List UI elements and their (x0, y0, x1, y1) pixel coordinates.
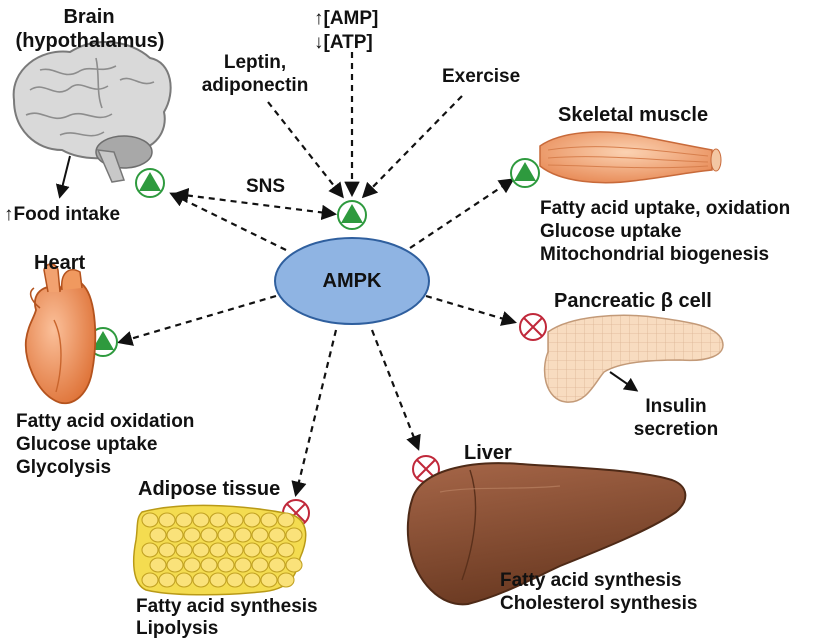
fat-cell (183, 557, 201, 573)
fat-cell (285, 557, 303, 573)
skeletal-muscle-title: Skeletal muscle (558, 104, 709, 126)
muscle-effect-1: Fatty acid uptake, oxidation (540, 198, 791, 219)
fat-cell (175, 572, 193, 588)
liver-image (406, 462, 687, 606)
heart-effect-1: Fatty acid oxidation (16, 411, 195, 432)
sns-label: SNS (246, 176, 286, 197)
arrow-to-muscle (409, 178, 515, 249)
fat-cell (141, 512, 159, 528)
fat-cell (158, 542, 176, 558)
fat-cell (158, 512, 176, 528)
atp-label: ↓[ATP] (314, 32, 373, 53)
fat-cell (277, 542, 295, 558)
ampk-label: AMPK (322, 270, 382, 292)
fat-cell (251, 557, 269, 573)
fat-cell (285, 527, 303, 543)
adipose-image (132, 504, 307, 596)
fat-cell (243, 572, 261, 588)
fat-cell (158, 572, 176, 588)
fat-cell (200, 527, 218, 543)
heart-effect-2: Glucose uptake (16, 434, 158, 455)
fat-cell (260, 572, 278, 588)
pancreas-image (543, 314, 724, 403)
arrow-to-brain (169, 192, 287, 251)
activation-symbol-center (337, 200, 367, 230)
brain-image (12, 41, 172, 199)
fat-cell (192, 512, 210, 528)
fat-cell (260, 512, 278, 528)
fat-cell (141, 542, 159, 558)
liver-effect-1: Fatty acid synthesis (500, 570, 682, 591)
fat-cell (149, 527, 167, 543)
fat-cell (200, 557, 218, 573)
adipose-effect-1: Fatty acid synthesis (136, 596, 318, 617)
heart-effect-3: Glycolysis (16, 457, 112, 478)
muscle-effect-2: Glucose uptake (540, 221, 682, 242)
liver-title: Liver (464, 442, 512, 464)
skeletal-muscle-image (539, 131, 722, 184)
fat-cell (192, 572, 210, 588)
fat-cell (209, 572, 227, 588)
brain-title: Brain (63, 6, 115, 28)
fat-cell (141, 572, 159, 588)
fat-cell (149, 557, 167, 573)
fat-cell (268, 527, 286, 543)
liver-effect-2: Cholesterol synthesis (500, 593, 698, 614)
fat-cell (260, 542, 278, 558)
arrow-sns (172, 187, 338, 221)
arrow-to-liver (370, 329, 421, 451)
activation-symbol-brain (135, 168, 165, 198)
fat-cell (209, 542, 227, 558)
pancreas-title: Pancreatic β cell (554, 290, 712, 312)
fat-cell (175, 512, 193, 528)
arrow-to-heart (117, 294, 277, 346)
fat-cell (166, 557, 184, 573)
exercise-label: Exercise (442, 66, 521, 87)
inhibition-symbol-pancreas (519, 313, 547, 341)
heart-image (24, 263, 97, 405)
fat-cell (192, 542, 210, 558)
adipose-title: Adipose tissue (138, 478, 281, 500)
pancreas-effect-1: Insulin (645, 396, 707, 417)
brain-subtitle: (hypothalamus) (15, 30, 165, 52)
fat-cell (277, 512, 295, 528)
fat-cell (243, 542, 261, 558)
pancreas-effect-2: secretion (633, 419, 719, 440)
ampk-node (274, 237, 430, 325)
fat-cell (183, 527, 201, 543)
arrow-to-pancreas (425, 294, 517, 326)
arrow-to-adipose (291, 329, 338, 497)
fat-cell (226, 542, 244, 558)
leptin-label: Leptin, (223, 52, 287, 73)
fat-cell (166, 527, 184, 543)
adipose-effect-2: Lipolysis (136, 618, 219, 639)
heart-title: Heart (34, 252, 86, 274)
fat-cell (175, 542, 193, 558)
fat-cell (277, 572, 295, 588)
fat-cell (268, 557, 286, 573)
amp-label: ↑[AMP] (314, 8, 379, 29)
fat-cell (217, 557, 235, 573)
fat-cell (251, 527, 269, 543)
adiponectin-label: adiponectin (201, 75, 309, 96)
muscle-effect-3: Mitochondrial biogenesis (540, 244, 770, 265)
brain-effect-food-intake: ↑Food intake (4, 204, 121, 225)
activation-symbol-muscle (510, 158, 540, 188)
fat-cell (226, 512, 244, 528)
fat-cell (226, 572, 244, 588)
fat-cell (217, 527, 235, 543)
arrow-exercise (361, 95, 463, 199)
fat-cell (234, 557, 252, 573)
fat-cell (209, 512, 227, 528)
fat-cell (234, 527, 252, 543)
arrow-leptin (267, 101, 344, 199)
fat-cell (243, 512, 261, 528)
arrows (117, 52, 517, 497)
